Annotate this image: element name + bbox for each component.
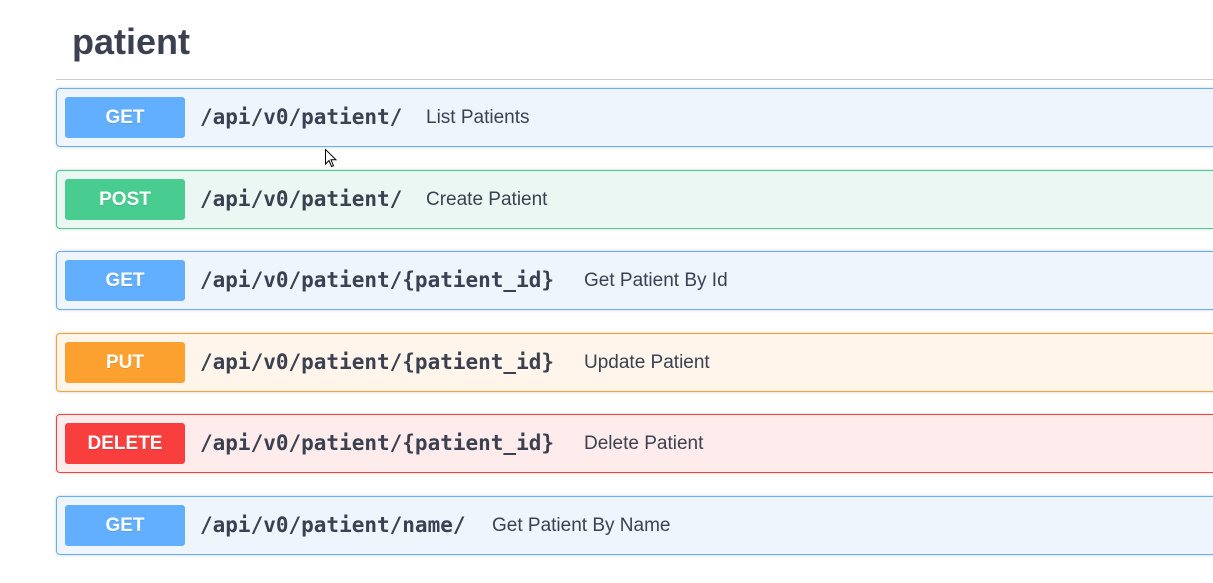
endpoint-summary: List Patients xyxy=(426,107,530,128)
method-badge-get: GET xyxy=(65,505,185,546)
endpoint-summary: Get Patient By Id xyxy=(584,270,728,291)
endpoint-path: /api/v0/patient/{patient_id} xyxy=(200,431,555,455)
mouse-cursor-icon xyxy=(325,149,337,168)
method-badge-post: POST xyxy=(65,179,185,220)
operation-delete-patient[interactable]: DELETE /api/v0/patient/{patient_id} Dele… xyxy=(56,414,1213,473)
operation-create-patient[interactable]: POST /api/v0/patient/ Create Patient xyxy=(56,170,1213,229)
endpoint-path: /api/v0/patient/{patient_id} xyxy=(200,268,555,292)
endpoint-path: /api/v0/patient/ xyxy=(200,105,403,129)
method-badge-get: GET xyxy=(65,97,185,138)
endpoint-path: /api/v0/patient/{patient_id} xyxy=(200,350,555,374)
endpoint-path: /api/v0/patient/ xyxy=(200,187,403,211)
endpoint-path: /api/v0/patient/name/ xyxy=(200,513,466,537)
operation-get-patient-by-id[interactable]: GET /api/v0/patient/{patient_id} Get Pat… xyxy=(56,251,1213,310)
endpoint-summary: Get Patient By Name xyxy=(492,515,671,536)
method-badge-put: PUT xyxy=(65,342,185,383)
method-badge-get: GET xyxy=(65,260,185,301)
section-title[interactable]: patient xyxy=(72,21,191,62)
endpoint-summary: Create Patient xyxy=(426,189,548,210)
section-header[interactable]: patient xyxy=(56,0,1213,80)
endpoint-summary: Update Patient xyxy=(584,352,710,373)
operation-get-patient-by-name[interactable]: GET /api/v0/patient/name/ Get Patient By… xyxy=(56,496,1213,555)
operation-list-patients[interactable]: GET /api/v0/patient/ List Patients xyxy=(56,88,1213,147)
operation-update-patient[interactable]: PUT /api/v0/patient/{patient_id} Update … xyxy=(56,333,1213,392)
endpoint-summary: Delete Patient xyxy=(584,433,704,454)
method-badge-delete: DELETE xyxy=(65,423,185,464)
